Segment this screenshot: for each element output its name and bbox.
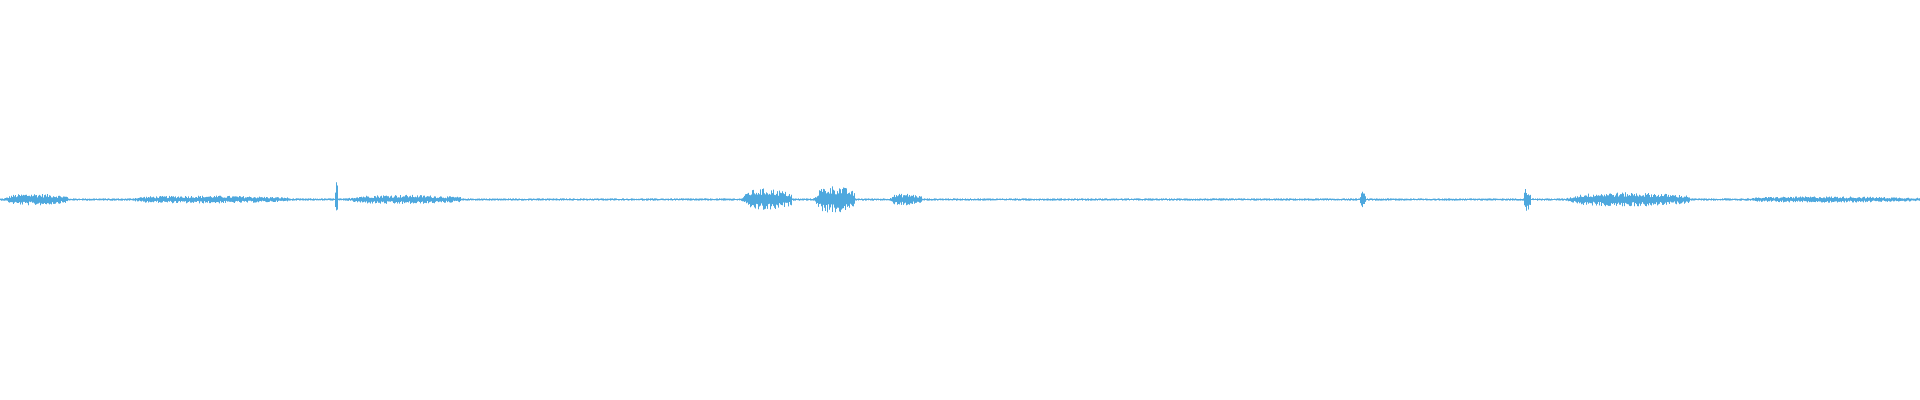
waveform-signal (0, 182, 1920, 213)
